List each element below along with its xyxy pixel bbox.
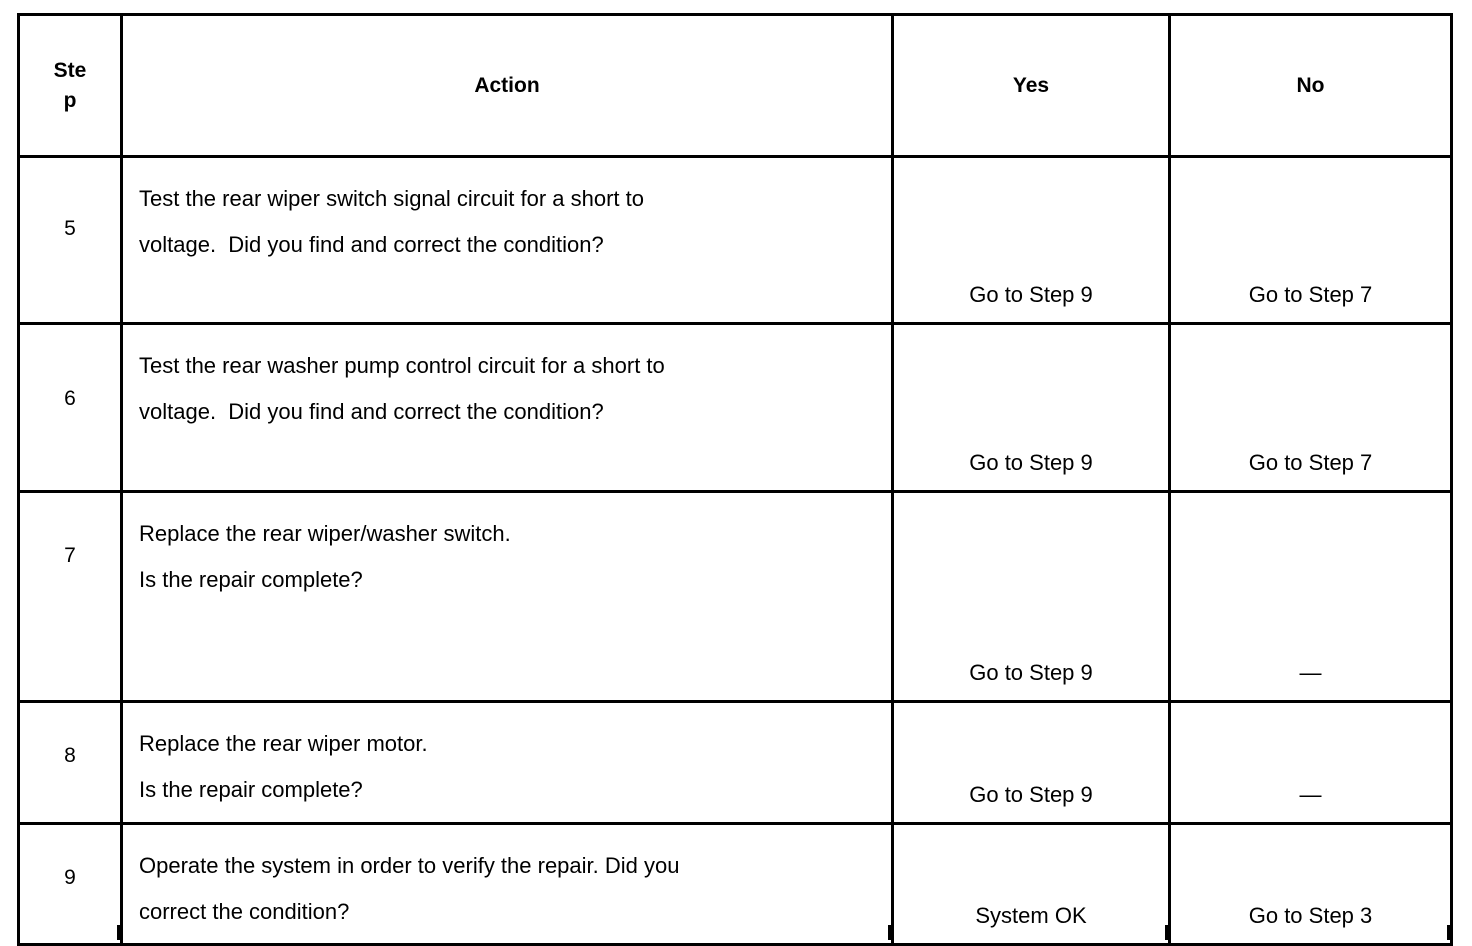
column-header-yes: Yes: [1012, 73, 1050, 97]
grid-line-step: [117, 925, 120, 940]
yes-branch-cell: System OK: [891, 822, 1171, 946]
action-text-line: voltage. Did you find and correct the co…: [139, 399, 604, 424]
no-branch-cell: —: [1168, 490, 1453, 703]
column-header-step: Step: [53, 58, 87, 112]
action-text-line: voltage. Did you find and correct the co…: [139, 232, 604, 257]
header-cell-no: No: [1168, 13, 1453, 158]
step-number-cell: 6: [17, 322, 123, 493]
no-branch-text: Go to Step 7: [1248, 450, 1373, 475]
action-text-line: Replace the rear wiper motor.: [139, 731, 428, 756]
header-cell-yes: Yes: [891, 13, 1171, 158]
grid-line-action: [888, 925, 891, 940]
grid-line-yes: [1165, 925, 1168, 940]
action-text-line: Test the rear wiper switch signal circui…: [139, 186, 644, 211]
action-cell: Replace the rear wiper motor. Is the rep…: [120, 700, 894, 825]
action-text-line: Test the rear washer pump control circui…: [139, 353, 665, 378]
column-header-action: Action: [474, 73, 540, 97]
no-branch-cell: Go to Step 3: [1168, 822, 1453, 946]
table-header-row: Step Action Yes No: [17, 13, 1453, 158]
no-branch-cell: Go to Step 7: [1168, 322, 1453, 493]
step-number-cell: 5: [17, 155, 123, 325]
table-row: 5 Test the rear wiper switch signal circ…: [17, 155, 1453, 325]
yes-branch-text: Go to Step 9: [969, 782, 1093, 807]
no-branch-text: —: [1299, 660, 1322, 685]
no-branch-cell: Go to Step 7: [1168, 155, 1453, 325]
no-branch-text: Go to Step 7: [1248, 282, 1373, 307]
column-header-no: No: [1296, 73, 1325, 97]
table-row: 9 Operate the system in order to verify …: [17, 822, 1453, 946]
no-branch-cell: —: [1168, 700, 1453, 825]
yes-branch-cell: Go to Step 9: [891, 700, 1171, 825]
action-cell: Test the rear wiper switch signal circui…: [120, 155, 894, 325]
yes-branch-cell: Go to Step 9: [891, 155, 1171, 325]
step-number-cell: 9: [17, 822, 123, 946]
yes-branch-cell: Go to Step 9: [891, 490, 1171, 703]
no-branch-text: —: [1299, 782, 1322, 807]
action-text-line: correct the condition?: [139, 899, 350, 924]
step-number: 7: [64, 543, 76, 567]
step-number: 8: [64, 743, 76, 767]
table-row: 6 Test the rear washer pump control circ…: [17, 322, 1453, 493]
yes-branch-text: Go to Step 9: [969, 660, 1093, 685]
header-cell-action: Action: [120, 13, 894, 158]
action-cell: Replace the rear wiper/washer switch. Is…: [120, 490, 894, 703]
step-number-cell: 7: [17, 490, 123, 703]
step-number: 5: [64, 217, 76, 240]
grid-line-right: [1447, 925, 1450, 940]
yes-branch-text: Go to Step 9: [969, 282, 1093, 307]
step-number: 6: [64, 386, 76, 410]
grid-line-left: [17, 925, 20, 940]
action-text-line: Is the repair complete?: [139, 567, 363, 592]
action-cell: Operate the system in order to verify th…: [120, 822, 894, 946]
action-text-line: Is the repair complete?: [139, 777, 363, 802]
action-text-line: Operate the system in order to verify th…: [139, 853, 680, 878]
no-branch-text: Go to Step 3: [1248, 903, 1373, 928]
step-number: 9: [64, 866, 76, 889]
yes-branch-text: Go to Step 9: [969, 450, 1093, 475]
step-number-cell: 8: [17, 700, 123, 825]
header-cell-step: Step: [17, 13, 123, 158]
yes-branch-cell: Go to Step 9: [891, 322, 1171, 493]
table-row: 7 Replace the rear wiper/washer switch. …: [17, 490, 1453, 703]
diagnostic-step-table: Step Action Yes No: [17, 13, 1453, 946]
table-row: 8 Replace the rear wiper motor. Is the r…: [17, 700, 1453, 825]
action-cell: Test the rear washer pump control circui…: [120, 322, 894, 493]
action-text-line: Replace the rear wiper/washer switch.: [139, 521, 511, 546]
next-row-partial: [17, 925, 1450, 940]
yes-branch-text: System OK: [975, 903, 1087, 928]
